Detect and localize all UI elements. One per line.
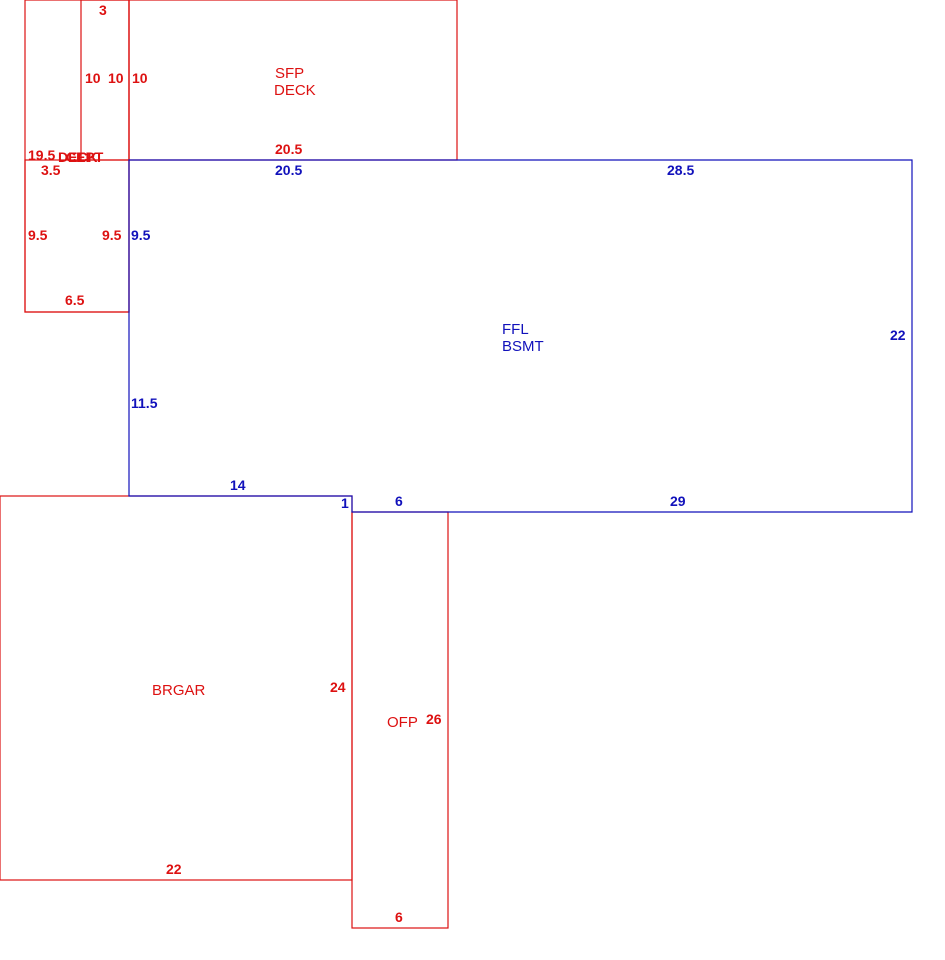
ffl-dim-right: 22 [890, 327, 906, 343]
sfp-deck-dim-bottom: 20.5 [275, 141, 302, 157]
ofp-dim-right: 26 [426, 711, 442, 727]
ffl-bsmt-outline [128, 159, 913, 513]
ffl-dim-bottom-mid: 6 [395, 493, 403, 509]
brgar-dim-bottom: 22 [166, 861, 182, 877]
brgar-label: BRGAR [152, 682, 206, 699]
ffl-dim-top-right: 28.5 [667, 162, 694, 178]
sfp-deck-label-line2: DECK [274, 82, 316, 99]
left-piece-overlap-label-2: CEPT [66, 149, 104, 165]
strip-dim-right: 10 [108, 70, 124, 86]
strip-dim-left: 10 [85, 70, 101, 86]
strip-dim-top: 3 [99, 2, 107, 18]
left-piece-overlap-label-1: DECK [58, 149, 98, 165]
ffl-label-line2: BSMT [502, 338, 544, 355]
left-piece-dim-bottom: 6.5 [65, 292, 85, 308]
ofp-dim-bottom: 6 [395, 909, 403, 925]
sfp-deck-label-line1: SFP [275, 65, 304, 82]
ofp-label: OFP [387, 714, 418, 731]
ffl-dim-left-lower: 11.5 [131, 395, 158, 411]
left-piece-dim-right: 9.5 [102, 227, 122, 243]
ffl-dim-bottom-right: 29 [670, 493, 686, 509]
left-piece-dim-top: 3.5 [41, 162, 61, 178]
brgar-dim-right: 24 [330, 679, 346, 695]
left-piece-overlap-dim: 19.5 [28, 147, 55, 163]
text-layer: SFP DECK 20.5 10 3 10 10 19.5 DECK CEPT … [28, 2, 906, 925]
sfp-deck-dim-left: 10 [132, 70, 148, 86]
ffl-label-line1: FFL [502, 321, 529, 338]
ffl-dim-left-upper: 9.5 [131, 227, 151, 243]
ffl-dim-step: 1 [341, 495, 349, 511]
outline-layer [0, 0, 913, 929]
left-piece-dim-left: 9.5 [28, 227, 48, 243]
ffl-dim-top-left: 20.5 [275, 162, 302, 178]
ffl-dim-bottom-left: 14 [230, 477, 246, 493]
